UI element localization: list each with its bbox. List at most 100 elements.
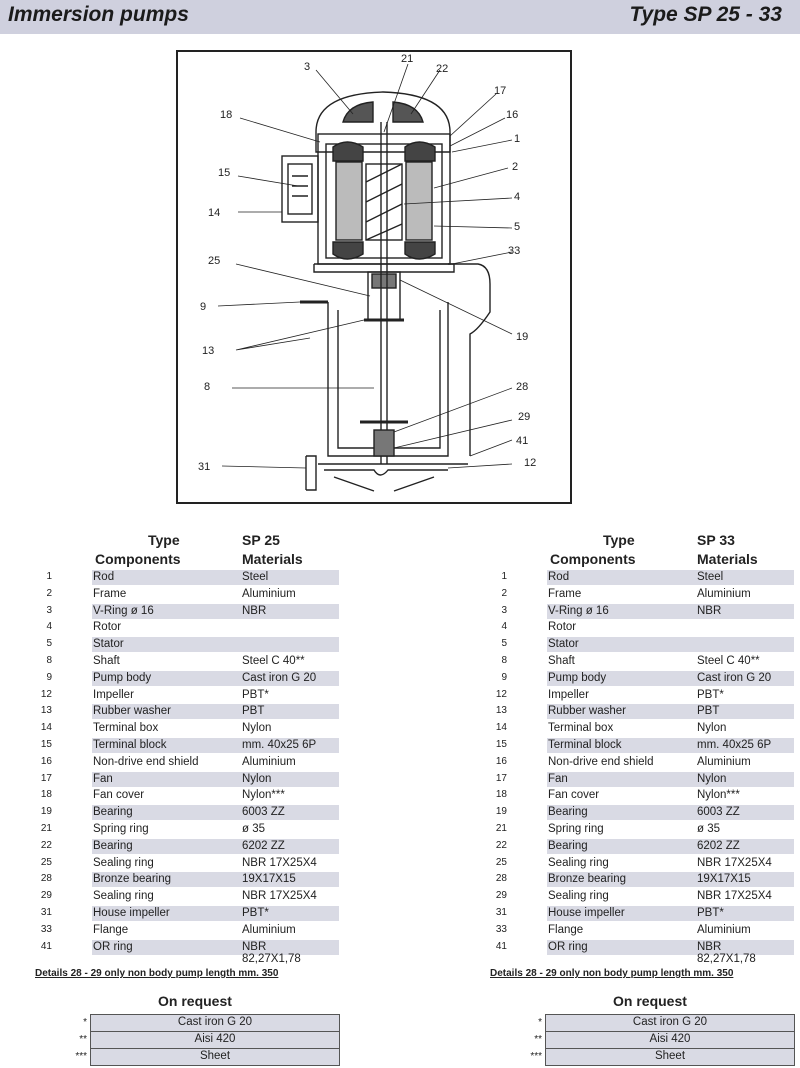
material-name: NBR 17X25X4 <box>242 856 317 869</box>
material-name: NBR 17X25X4 <box>697 890 772 903</box>
callout-18: 18 <box>220 109 232 121</box>
materials-header: Materials <box>242 551 303 567</box>
on-request-text: Aisi 420 <box>649 1033 691 1045</box>
model-title: Type SP 25 - 33 <box>629 3 782 26</box>
item-number: 31 <box>495 906 507 918</box>
item-number: 21 <box>40 822 52 834</box>
item-number: 15 <box>495 738 507 750</box>
on-request-text: Sheet <box>654 1050 686 1062</box>
component-name: Spring ring <box>548 822 604 835</box>
row-shading <box>92 905 339 921</box>
model-label: SP 25 <box>242 532 280 548</box>
component-name: Flange <box>93 923 129 936</box>
item-number: 29 <box>495 890 507 902</box>
material-name: Nylon <box>697 772 727 785</box>
row-shading <box>92 737 339 753</box>
item-number: 18 <box>495 789 507 801</box>
bearing-upper-shape <box>371 273 397 289</box>
item-number: 3 <box>46 604 52 616</box>
fan-left-shape <box>342 101 374 123</box>
item-number: 12 <box>40 688 52 700</box>
component-name: Sealing ring <box>93 890 154 903</box>
callout-12: 12 <box>524 457 536 469</box>
item-number: 16 <box>40 755 52 767</box>
material-name: Nylon <box>242 772 272 785</box>
table-header: Type SP 33 Components Materials <box>455 532 775 570</box>
component-name: House impeller <box>93 906 170 919</box>
component-name: Stator <box>93 638 124 651</box>
table-header: Type SP 25 Components Materials <box>0 532 320 570</box>
item-number: 15 <box>40 738 52 750</box>
component-name: Frame <box>548 587 582 600</box>
material-name: mm. 40x25 6P <box>242 738 317 751</box>
component-name: Non-drive end shield <box>548 755 654 768</box>
item-number: 2 <box>501 587 507 599</box>
material-name: Steel C 40** <box>242 654 305 667</box>
component-name: Pump body <box>93 671 152 684</box>
material-name: Steel C 40** <box>697 654 760 667</box>
item-number: 8 <box>501 654 507 666</box>
material-name: 6003 ZZ <box>242 806 285 819</box>
terminal-block-shape <box>287 163 313 215</box>
component-name: Fan <box>548 772 568 785</box>
on-request-row: *** Sheet <box>530 1049 795 1066</box>
callout-2: 2 <box>512 161 518 173</box>
component-name: V-Ring ø 16 <box>548 604 609 617</box>
material-name: 6003 ZZ <box>697 806 740 819</box>
row-shading <box>547 939 794 955</box>
callout-41: 41 <box>516 435 528 447</box>
footnote-mark: ** <box>79 1034 87 1045</box>
stator-right-shape <box>405 161 433 241</box>
component-name: Frame <box>93 587 127 600</box>
row-shading <box>547 872 794 888</box>
on-request-row: ** Aisi 420 <box>534 1032 795 1049</box>
component-name: Impeller <box>548 688 589 701</box>
row-shading <box>547 637 794 653</box>
component-name: Rotor <box>93 621 122 634</box>
item-number: 31 <box>40 906 52 918</box>
row-shading <box>92 872 339 888</box>
component-name: Rubber washer <box>548 705 626 718</box>
item-number: 14 <box>40 722 52 734</box>
item-number: 14 <box>495 722 507 734</box>
callout-15: 15 <box>218 167 230 179</box>
callout-13: 13 <box>202 345 214 357</box>
component-name: Bearing <box>548 839 588 852</box>
row-shading <box>92 603 339 619</box>
item-number: 33 <box>40 923 52 935</box>
item-number: 18 <box>40 789 52 801</box>
item-number: 4 <box>501 621 507 633</box>
pump-body-inner-shape <box>337 310 441 449</box>
material-name: Nylon <box>697 722 727 735</box>
callout-22: 22 <box>436 63 448 75</box>
component-name: Bronze bearing <box>93 873 171 886</box>
bronze-bearing-shape <box>373 429 395 457</box>
component-name: V-Ring ø 16 <box>93 604 154 617</box>
material-name: Steel <box>242 571 269 583</box>
on-request-text: Cast iron G 20 <box>632 1016 708 1028</box>
component-name: Shaft <box>548 654 575 667</box>
callout-8: 8 <box>204 381 210 393</box>
callout-33: 33 <box>508 245 520 257</box>
component-name: Rotor <box>548 621 577 634</box>
item-number: 33 <box>495 923 507 935</box>
callout-28: 28 <box>516 381 528 393</box>
item-number: 41 <box>40 940 52 952</box>
component-name: Bearing <box>93 839 133 852</box>
